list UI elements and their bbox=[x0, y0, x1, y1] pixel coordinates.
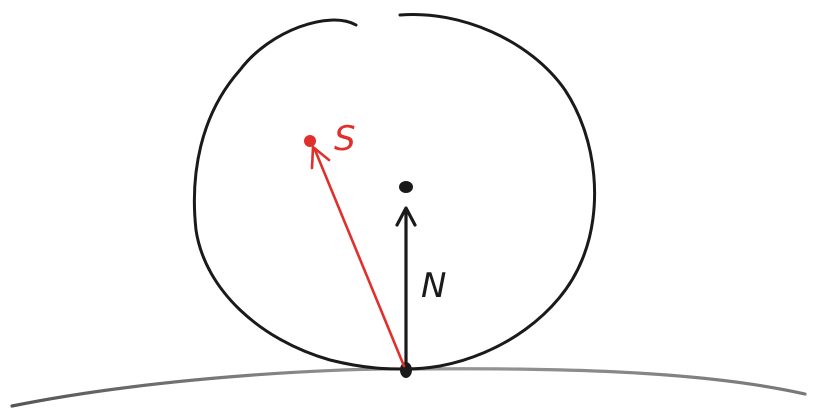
sphere-outline-left bbox=[192, 18, 408, 371]
sample-point bbox=[304, 135, 316, 147]
sample-label: S bbox=[334, 119, 356, 159]
sphere-outline-right bbox=[398, 12, 597, 371]
sample-arrowhead bbox=[310, 145, 331, 170]
sample-vector bbox=[313, 148, 406, 368]
normal-label: N bbox=[421, 266, 446, 306]
normal-arrowhead bbox=[395, 206, 417, 227]
sphere-center-point bbox=[399, 181, 413, 193]
